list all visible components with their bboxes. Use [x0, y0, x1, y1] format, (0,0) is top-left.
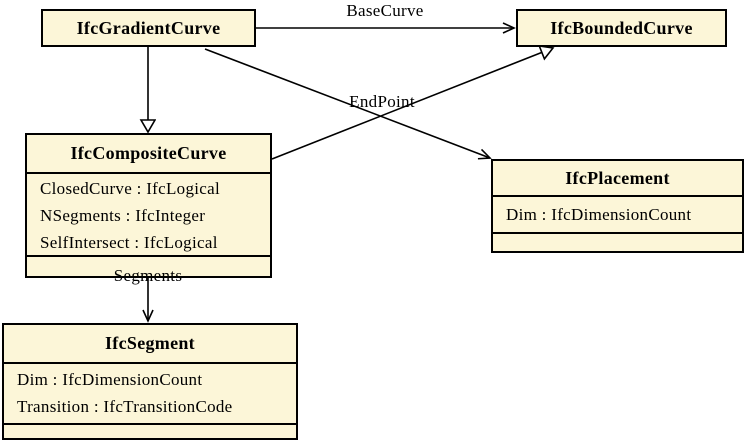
- class-title-ifccompositecurve: IfcCompositeCurve: [70, 143, 227, 163]
- class-title-ifcplacement: IfcPlacement: [565, 168, 670, 188]
- attribute-line: Transition : IfcTransitionCode: [17, 397, 233, 416]
- edge-label-endpoint: EndPoint: [349, 92, 415, 111]
- class-operations-compartment-empty: [493, 232, 742, 251]
- attribute-line: SelfIntersect : IfcLogical: [40, 233, 218, 252]
- attribute-line: NSegments : IfcInteger: [40, 206, 206, 225]
- edge-label-basecurve: BaseCurve: [346, 1, 424, 20]
- attribute-line: Dim : IfcDimensionCount: [506, 205, 692, 224]
- class-title-ifcboundedcurve: IfcBoundedCurve: [550, 18, 693, 38]
- class-title-ifcsegment: IfcSegment: [105, 333, 195, 353]
- edge-endpoint-line: [204, 48, 492, 160]
- edge-label-segments: Segments: [113, 266, 183, 285]
- class-attributes-ifccompositecurve: ClosedCurve : IfcLogical NSegments : Ifc…: [27, 172, 270, 255]
- attribute-line: ClosedCurve : IfcLogical: [40, 179, 220, 198]
- attribute-line: Dim : IfcDimensionCount: [17, 370, 203, 389]
- edge-inheritance-composite-bounded: [271, 48, 553, 160]
- class-operations-compartment-empty: [27, 255, 270, 276]
- class-title-ifcgradientcurve: IfcGradientCurve: [76, 18, 221, 38]
- class-box-ifcgradientcurve: IfcGradientCurve: [41, 9, 256, 47]
- class-box-ifcboundedcurve: IfcBoundedCurve: [516, 9, 727, 47]
- class-box-ifccompositecurve: IfcCompositeCurve ClosedCurve : IfcLogic…: [25, 133, 272, 278]
- class-attributes-ifcplacement: Dim : IfcDimensionCount: [493, 195, 742, 232]
- class-box-ifcsegment: IfcSegment Dim : IfcDimensionCount Trans…: [2, 323, 298, 440]
- class-attributes-ifcsegment: Dim : IfcDimensionCount Transition : Ifc…: [4, 362, 296, 423]
- class-box-ifcplacement: IfcPlacement Dim : IfcDimensionCount: [491, 159, 744, 253]
- class-operations-compartment-empty: [4, 423, 296, 438]
